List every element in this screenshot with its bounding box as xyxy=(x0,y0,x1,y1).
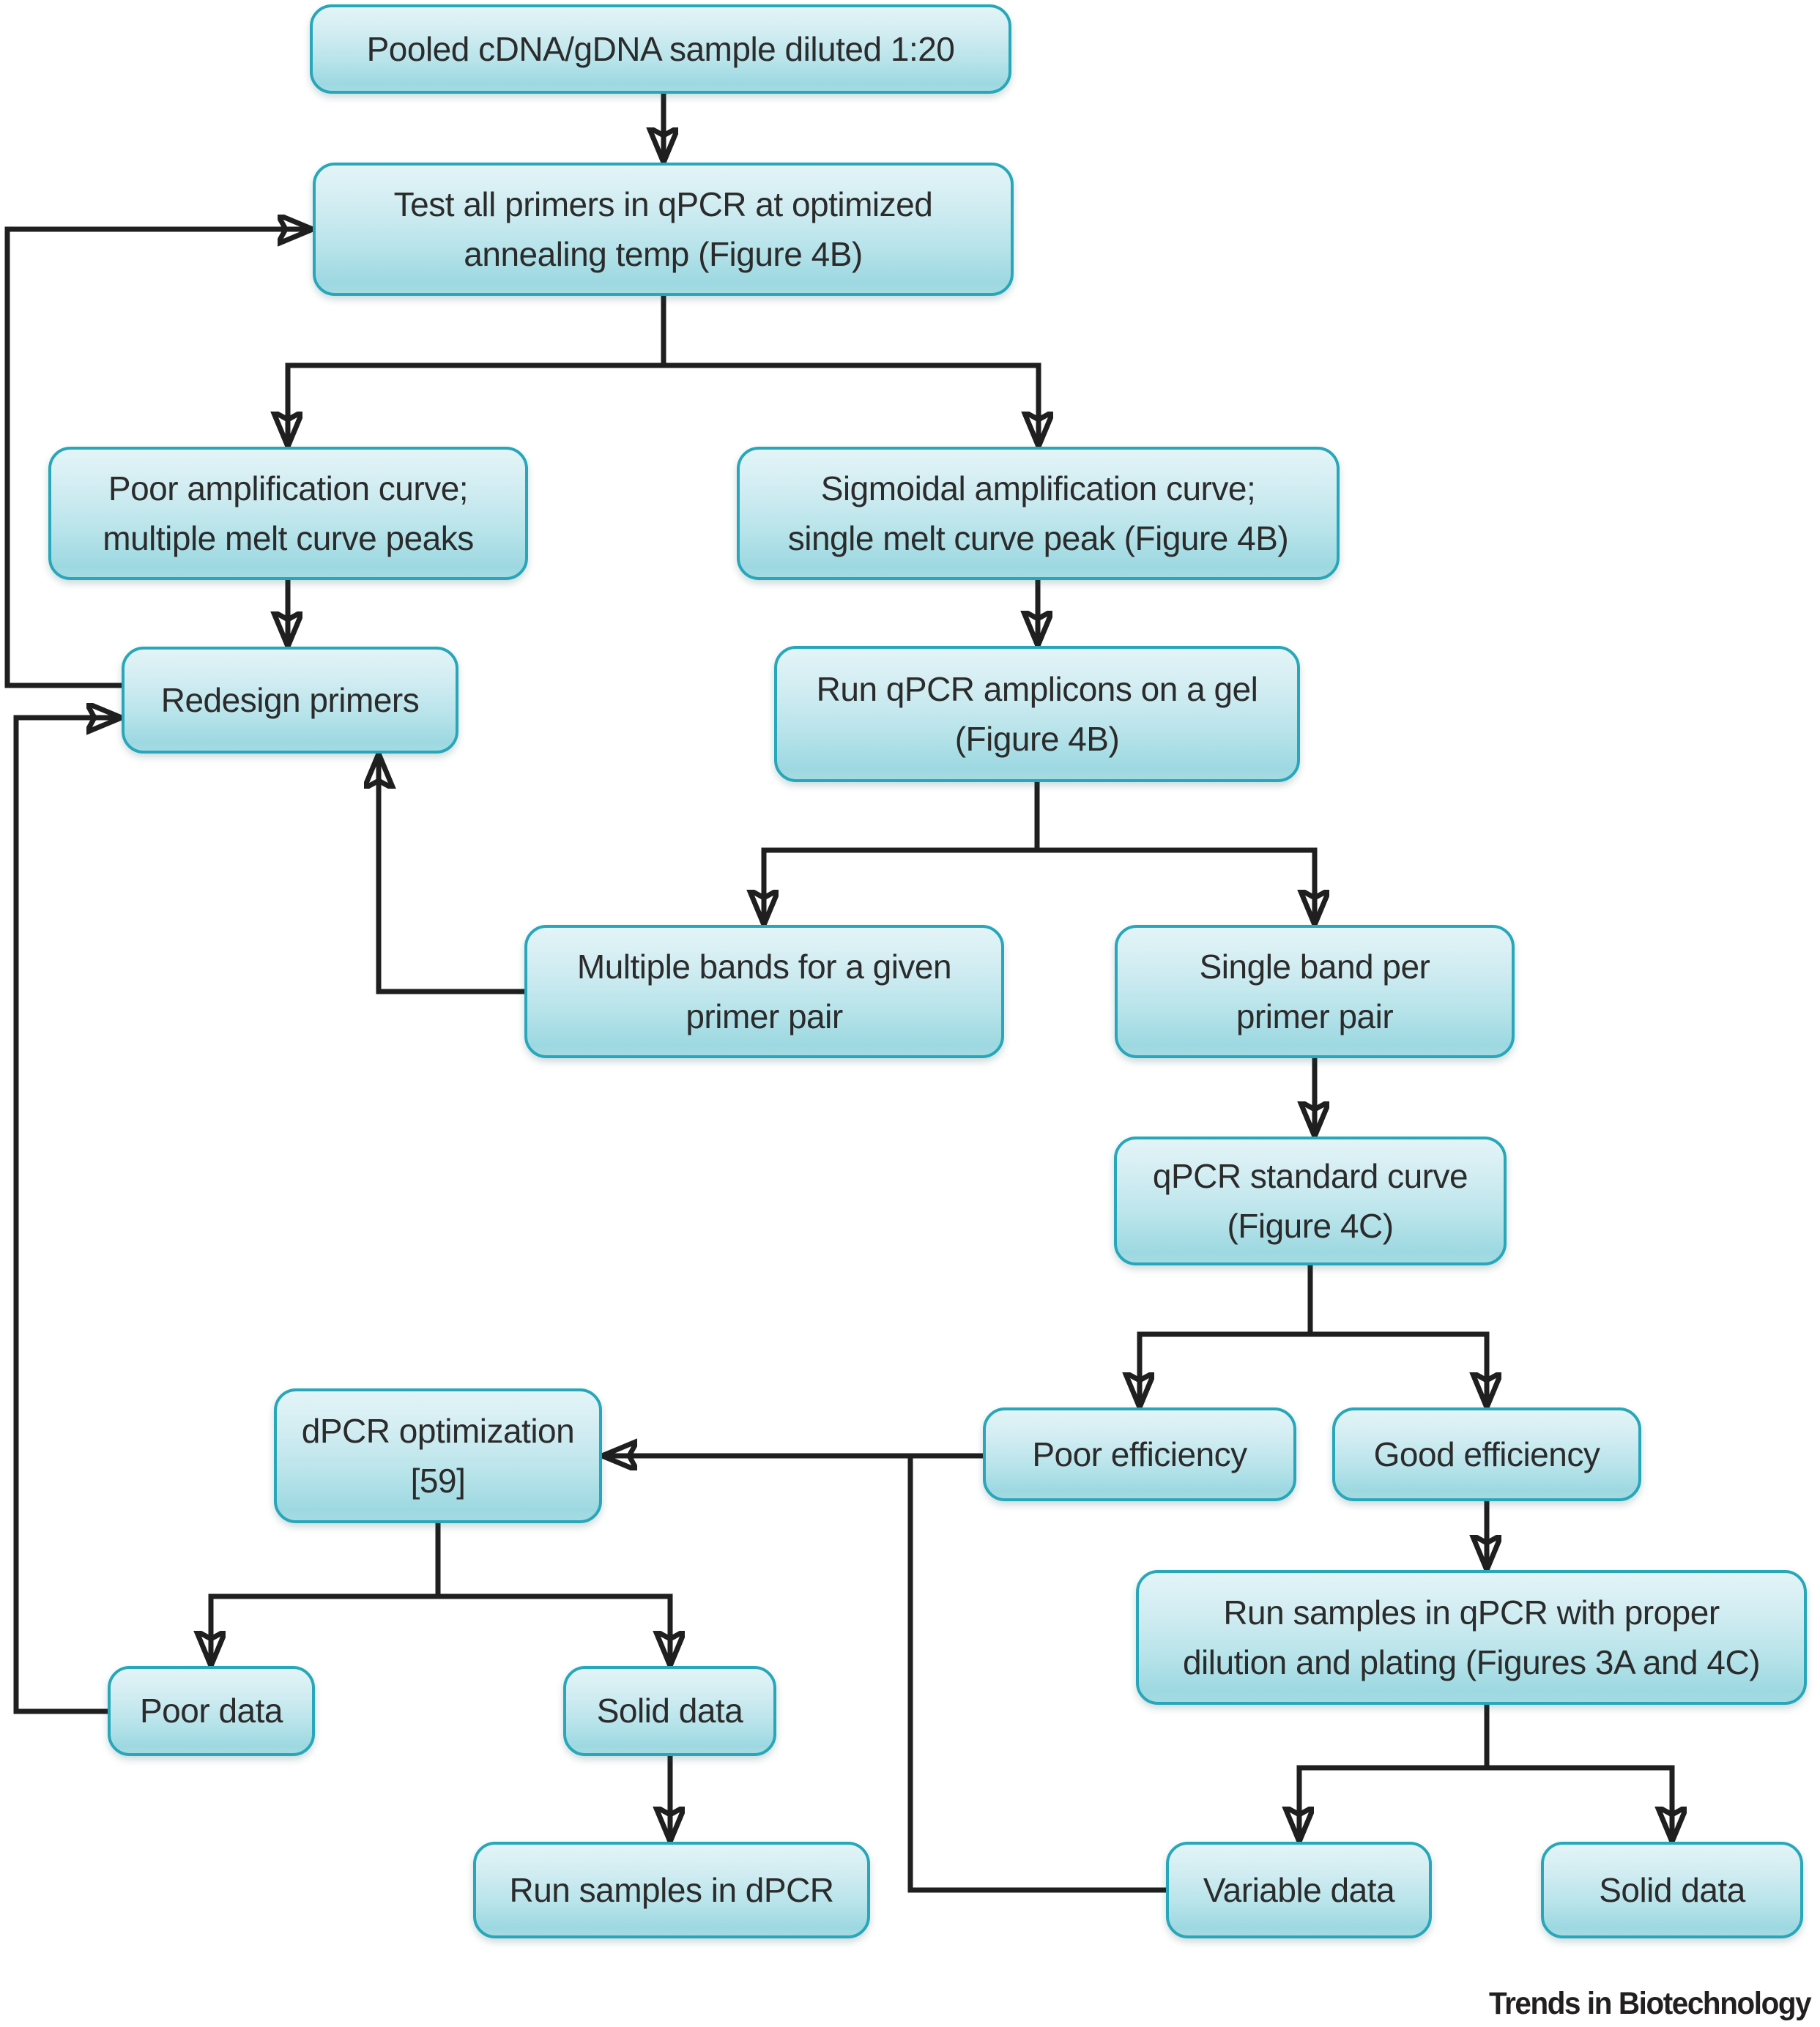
node-dpcr-optimization: dPCR optimization [59] xyxy=(274,1388,602,1523)
node-label-solid-data-dpcr-opt: Solid data xyxy=(596,1692,743,1730)
node-run-samples-dpcr: Run samples in dPCR xyxy=(473,1842,870,1938)
node-label-dpcr-optimization: dPCR optimization [59] xyxy=(301,1411,575,1500)
node-label-test-primers: Test all primers in qPCR at optimized an… xyxy=(393,185,933,273)
node-label-run-samples-dpcr: Run samples in dPCR xyxy=(509,1870,834,1909)
node-label-poor-efficiency: Poor efficiency xyxy=(1032,1435,1247,1473)
node-label-solid-data-qpcr: Solid data xyxy=(1599,1870,1745,1909)
node-poor-data: Poor data xyxy=(108,1666,315,1756)
node-variable-data: Variable data xyxy=(1166,1842,1432,1938)
edge-redesign-to-test xyxy=(4,229,313,688)
node-run-qpcr-samples: Run samples in qPCR with proper dilution… xyxy=(1136,1570,1807,1705)
node-label-run-qpcr-samples: Run samples in qPCR with proper dilution… xyxy=(1182,1593,1761,1681)
edge-variable-data-join xyxy=(907,1453,1169,1893)
node-label-pooled-sample: Pooled cDNA/gDNA sample diluted 1:20 xyxy=(366,29,955,68)
node-test-primers: Test all primers in qPCR at optimized an… xyxy=(313,163,1014,296)
node-label-qpcr-standard-curve: qPCR standard curve (Figure 4C) xyxy=(1152,1156,1468,1245)
node-label-good-efficiency: Good efficiency xyxy=(1373,1435,1600,1473)
node-label-run-gel: Run qPCR amplicons on a gel (Figure 4B) xyxy=(816,669,1258,758)
node-poor-amplification: Poor amplification curve; multiple melt … xyxy=(48,447,528,580)
node-label-sigmoidal-amplification: Sigmoidal amplification curve; single me… xyxy=(787,469,1289,557)
node-poor-efficiency: Poor efficiency xyxy=(983,1407,1296,1501)
node-label-poor-amplification: Poor amplification curve; multiple melt … xyxy=(103,469,474,557)
node-label-redesign-primers: Redesign primers xyxy=(160,680,420,719)
node-good-efficiency: Good efficiency xyxy=(1332,1407,1641,1501)
edge-poor-data-to-redesign xyxy=(13,718,122,1714)
node-label-poor-data: Poor data xyxy=(140,1692,283,1730)
journal-title: Trends in Biotechnology xyxy=(1488,1986,1812,2021)
node-qpcr-standard-curve: qPCR standard curve (Figure 4C) xyxy=(1114,1137,1507,1265)
node-solid-data-dpcr-opt: Solid data xyxy=(563,1666,776,1756)
edge-multiple-bands-to-redesign xyxy=(379,754,527,994)
node-single-band: Single band per primer pair xyxy=(1115,925,1515,1058)
node-run-gel: Run qPCR amplicons on a gel (Figure 4B) xyxy=(774,646,1300,782)
node-label-variable-data: Variable data xyxy=(1203,1870,1395,1909)
node-pooled-sample: Pooled cDNA/gDNA sample diluted 1:20 xyxy=(310,4,1011,94)
node-label-single-band: Single band per primer pair xyxy=(1199,947,1430,1035)
node-multiple-bands: Multiple bands for a given primer pair xyxy=(524,925,1004,1058)
node-redesign-primers: Redesign primers xyxy=(122,647,458,754)
node-sigmoidal-amplification: Sigmoidal amplification curve; single me… xyxy=(737,447,1340,580)
node-solid-data-qpcr: Solid data xyxy=(1541,1842,1803,1938)
node-label-multiple-bands: Multiple bands for a given primer pair xyxy=(576,947,952,1035)
